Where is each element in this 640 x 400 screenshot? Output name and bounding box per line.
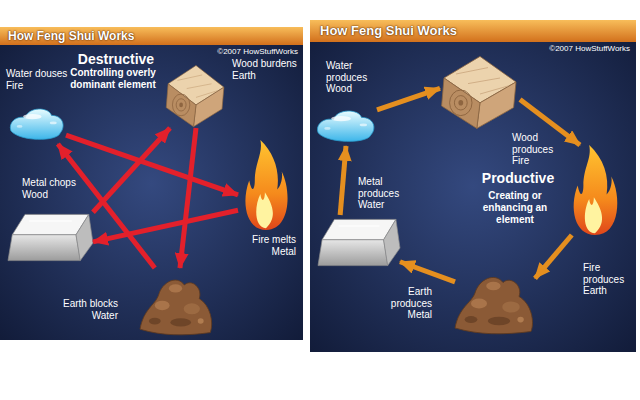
text-slot: ©2007 HowStuffWorks <box>546 44 630 54</box>
destructive-panel: How Feng Shui Works ©2007 HowStuffWorks De… <box>0 27 303 340</box>
element-label: Wood produces Fire <box>512 132 572 167</box>
wood-element: Wood burdens Earth <box>165 60 227 128</box>
text-slot: Wood burdens Earth <box>232 58 298 81</box>
element-label: Fire produces Earth <box>583 262 635 297</box>
produce-arrow <box>400 262 455 282</box>
panel-title: How Feng Shui Works <box>8 29 208 44</box>
metal-picture <box>318 219 400 265</box>
panel-ground <box>0 27 303 340</box>
text-slot: ©2007 HowStuffWorks <box>198 47 298 57</box>
water-element: Water douses Fire <box>8 100 66 144</box>
fire-element: Fire produces Earth <box>566 145 624 235</box>
fire-element: Fire melts Metal <box>238 140 294 230</box>
text-slot: How Feng Shui Works <box>8 29 208 44</box>
water-picture <box>317 111 373 141</box>
control-arrow <box>58 144 155 268</box>
fire-picture <box>245 140 287 230</box>
element-label: Metal produces Water <box>358 176 418 211</box>
text-slot: Water produces Wood <box>326 60 386 95</box>
produce-arrow <box>340 146 346 215</box>
text-slot: Metal produces Water <box>358 176 418 211</box>
text-slot: How Feng Shui Works <box>320 23 540 39</box>
text-slot: Metal chops Wood <box>22 177 88 200</box>
wood-picture <box>442 56 516 128</box>
cycle-heading: Productive <box>478 170 558 186</box>
text-slot: Destructive <box>70 51 162 67</box>
water-picture <box>10 109 63 139</box>
panel-title: How Feng Shui Works <box>320 23 540 39</box>
control-arrow <box>180 128 196 268</box>
header-bar <box>310 20 636 42</box>
water-element: Water produces Wood <box>315 102 377 146</box>
element-label: Water produces Wood <box>326 60 386 95</box>
text-slot: Water douses Fire <box>6 68 70 91</box>
produce-arrow <box>535 235 572 278</box>
earth-element: Earth produces Metal <box>455 265 535 335</box>
earth-picture <box>140 280 212 335</box>
element-label: Fire melts Metal <box>240 234 296 257</box>
wood-element: Wood produces Fire <box>440 50 520 130</box>
text-slot: Fire produces Earth <box>583 262 635 297</box>
copyright-note: ©2007 HowStuffWorks <box>546 44 630 54</box>
text-slot: Earth blocks Water <box>38 298 118 321</box>
text-slot: Controlling overly dominant element <box>64 67 162 91</box>
productive-panel: How Feng Shui Works ©2007 HowStuffWorksPr… <box>310 20 636 352</box>
header-bar <box>0 27 303 45</box>
text-slot: Fire melts Metal <box>240 234 296 257</box>
text-slot: Earth produces Metal <box>368 286 432 321</box>
metal-element: Metal produces Water <box>318 215 400 270</box>
cycle-heading: Destructive <box>70 51 162 67</box>
cycle-subheading: Creating or enhancing an element <box>465 190 565 226</box>
element-label: Earth produces Metal <box>368 286 432 321</box>
earth-element: Earth blocks Water <box>140 268 214 336</box>
element-label: Wood burdens Earth <box>232 58 298 81</box>
metal-picture <box>8 214 93 260</box>
cycle-subheading: Controlling overly dominant element <box>64 67 162 91</box>
text-slot: Wood produces Fire <box>512 132 572 167</box>
text-slot: Productive <box>478 170 558 186</box>
element-label: Earth blocks Water <box>38 298 118 321</box>
control-arrow <box>93 128 170 212</box>
element-label: Metal chops Wood <box>22 177 88 200</box>
copyright-note: ©2007 HowStuffWorks <box>198 47 298 57</box>
fire-picture <box>574 145 618 235</box>
panel-ground <box>310 20 636 352</box>
text-slot: Creating or enhancing an element <box>465 190 565 226</box>
metal-element: Metal chops Wood <box>8 210 93 265</box>
produce-arrow <box>377 88 440 110</box>
wood-picture <box>166 65 224 126</box>
earth-picture <box>455 277 533 333</box>
element-label: Water douses Fire <box>6 68 70 91</box>
